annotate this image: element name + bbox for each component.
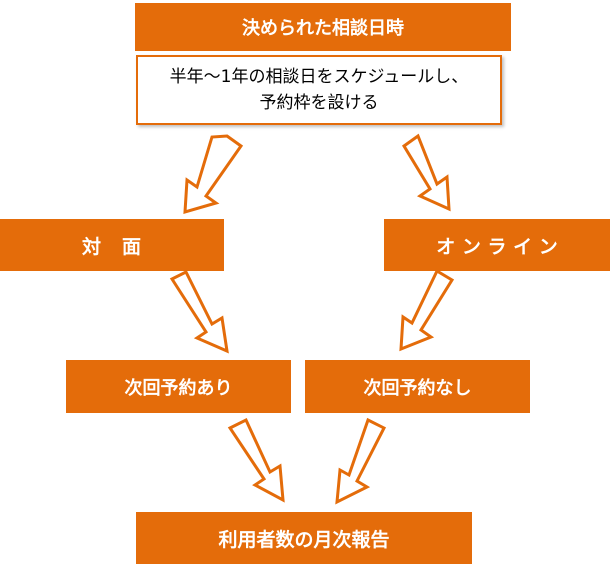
arrow-to-next-booking-no <box>399 268 455 352</box>
arrow-to-in-person <box>183 134 244 215</box>
description-line-1: 半年〜1年の相談日をスケジュールし、 <box>169 67 469 87</box>
in-person-node: 対 面 <box>0 219 224 271</box>
arrow-to-next-booking-yes <box>169 269 229 354</box>
description-line-2: 予約枠を設ける <box>259 93 379 113</box>
description-node: 半年〜1年の相談日をスケジュールし、 予約枠を設ける <box>136 55 502 125</box>
title-label: 決められた相談日時 <box>242 18 404 39</box>
online-node: オ ン ラ イ ン <box>384 219 610 271</box>
arrow-to-report-from-no <box>335 417 387 505</box>
next-booking-yes-label: 次回予約あり <box>124 377 233 399</box>
title-node: 決められた相談日時 <box>135 3 511 51</box>
in-person-label: 対 面 <box>81 235 142 258</box>
monthly-report-node: 利用者数の月次報告 <box>136 512 472 564</box>
online-label: オ ン ラ イ ン <box>436 235 558 258</box>
next-booking-no-node: 次回予約なし <box>305 360 530 413</box>
monthly-report-label: 利用者数の月次報告 <box>218 528 390 551</box>
arrow-to-online <box>401 133 451 212</box>
next-booking-yes-node: 次回予約あり <box>66 360 291 413</box>
arrow-to-report-from-yes <box>227 417 285 503</box>
next-booking-no-label: 次回予約なし <box>363 377 472 399</box>
